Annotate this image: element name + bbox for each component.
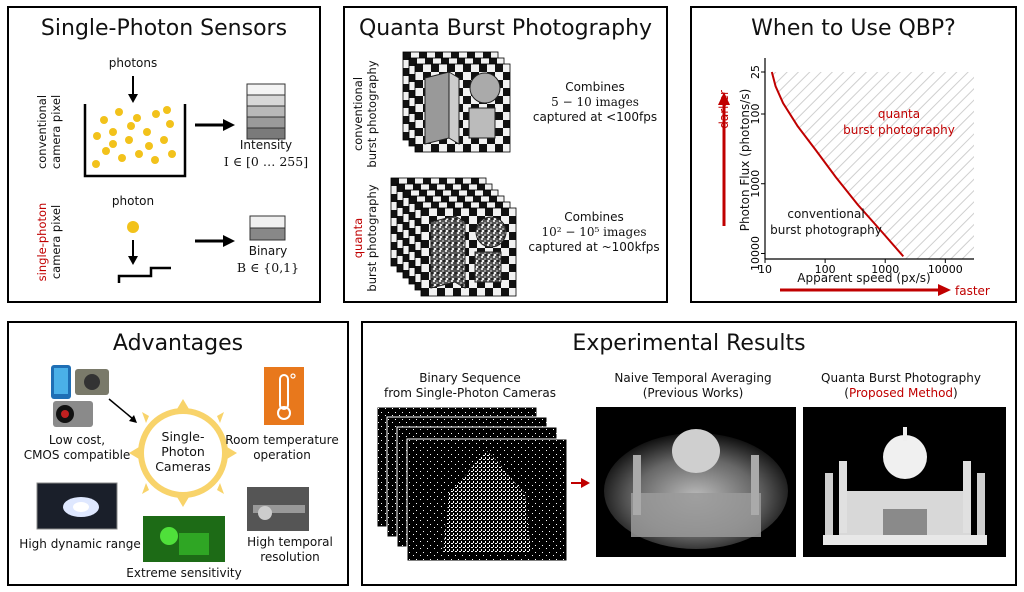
faster-label: faster xyxy=(955,284,990,298)
intensity-gray-levels xyxy=(246,83,286,140)
quanta-burst-label: quanta burst photography xyxy=(351,184,379,292)
photons-label: photons xyxy=(108,56,158,70)
panel-title: Quanta Burst Photography xyxy=(358,16,653,41)
quanta-region-area xyxy=(771,72,974,259)
panel-title: When to Use QBP? xyxy=(751,16,956,41)
x-tick-label: 10 xyxy=(758,263,772,276)
night-vision-image xyxy=(143,516,225,562)
naive-averaging-label: Naive Temporal Averaging (Previous Works… xyxy=(614,371,772,400)
camera-devices-icon xyxy=(51,365,109,427)
binary-sequence-label: Binary Sequence from Single-Photon Camer… xyxy=(384,371,556,400)
intensity-formula: I ∈ [0 … 255] xyxy=(223,154,309,169)
x-tick-label: 10000 xyxy=(928,263,963,276)
advantages-illustration xyxy=(36,365,309,562)
qbp-result-image xyxy=(803,407,1006,557)
y-tick-label: 1000 xyxy=(749,170,762,198)
advantage-extreme-sensitivity: Extreme sensitivity xyxy=(126,566,242,580)
naive-averaging-image xyxy=(596,407,796,557)
y-tick-label: 25 xyxy=(749,65,762,79)
burst-stacks-illustration xyxy=(390,51,517,297)
results-illustration xyxy=(376,406,1006,562)
quanta-burst-panel: Quanta Burst Photography xyxy=(343,6,668,303)
thermometer-icon xyxy=(264,367,304,425)
single-photon-sensors-panel: Single-Photon Sensors xyxy=(7,6,321,303)
y-tick-label: 100 xyxy=(749,103,762,124)
intensity-label: Intensity xyxy=(239,138,293,152)
advantages-panel: Advantages xyxy=(7,321,349,586)
conventional-region-label-2: burst photography xyxy=(770,223,882,237)
photon-dots xyxy=(92,106,176,168)
advantage-high-temporal-resolution: High temporal resolution xyxy=(247,535,333,564)
quanta-burst-description: Combines 10² − 10⁵ images captured at ~1… xyxy=(528,210,660,254)
advantage-low-cost: Low cost, CMOS compatible xyxy=(23,433,131,462)
x-axis-label: Apparent speed (px/s) xyxy=(797,271,930,285)
qbp-regime-chart: 10 100 1000 10000 25 100 1000 10000 darker fast… xyxy=(717,58,990,298)
conventional-burst-label: conventional burst photography xyxy=(351,60,379,168)
conventional-region-label-1: conventional xyxy=(787,207,864,221)
sensors-illustration xyxy=(83,76,286,283)
x-tick-label: 100 xyxy=(815,263,836,276)
conventional-pixel-label: conventional camera pixel xyxy=(35,94,63,170)
quanta-region-label-1: quanta xyxy=(878,107,920,121)
y-tick-label: 10000 xyxy=(749,236,762,271)
panel-title: Advantages xyxy=(112,331,244,356)
binary-formula: B ∈ {0,1} xyxy=(236,260,300,275)
hdr-tunnel-image xyxy=(36,482,118,530)
regime-boundary-line xyxy=(770,71,905,258)
advantage-high-dynamic-range: High dynamic range xyxy=(19,537,141,551)
x-tick-label: 1000 xyxy=(871,263,899,276)
when-to-use-panel: When to Use QBP? 10 100 1000 10000 25 100 1000… xyxy=(690,6,1017,303)
photon-label: photon xyxy=(111,194,155,208)
panel-title: Single-Photon Sensors xyxy=(40,16,288,41)
quanta-region-label-2: burst photography xyxy=(843,123,955,137)
conventional-burst-description: Combines 5 − 10 images captured at <100f… xyxy=(532,80,658,124)
advantage-room-temperature: Room temperature operation xyxy=(225,433,339,462)
y-axis-label: Photon Flux (photons/s) xyxy=(738,89,752,232)
binary-label: Binary xyxy=(248,244,288,258)
sun-icon xyxy=(129,399,237,507)
center-label: Single- Photon Cameras xyxy=(155,429,211,474)
single-photon-pixel-label: single-photon camera pixel xyxy=(35,202,63,282)
darker-label: darker xyxy=(717,90,731,129)
binary-frame-stack xyxy=(376,406,568,562)
experimental-results-panel: Experimental Results Binary Sequence fro… xyxy=(361,321,1017,586)
panel-title: Experimental Results xyxy=(572,331,806,356)
guitar-image xyxy=(247,487,309,531)
qbp-result-label: Quanta Burst Photography (Proposed Metho… xyxy=(821,371,981,400)
